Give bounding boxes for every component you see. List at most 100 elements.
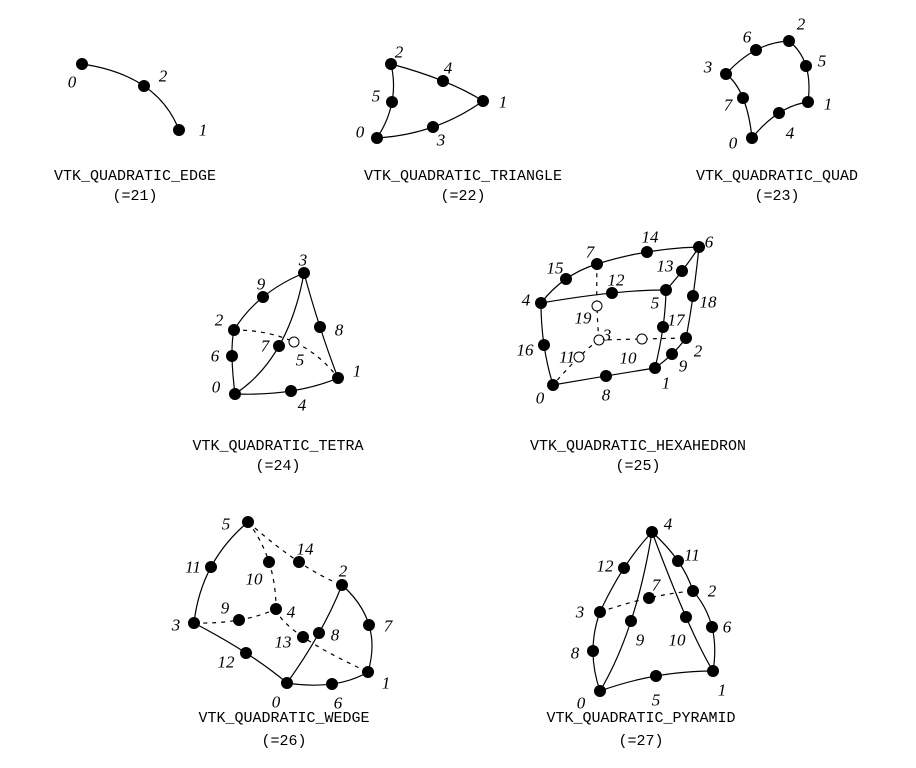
edge (390, 63, 484, 102)
node-label: 4 (298, 396, 307, 415)
hidden-node-point (636, 333, 648, 345)
cell-type-code: (=23) (754, 188, 799, 205)
node-point (293, 556, 305, 568)
node-point (693, 241, 705, 253)
node-label: 3 (298, 251, 308, 270)
node-label: 9 (257, 275, 266, 294)
node-label: 10 (620, 349, 638, 368)
cell-type-name: VTK_QUADRATIC_TRIANGLE (364, 168, 562, 185)
node-point (538, 339, 550, 351)
node-label: 1 (499, 93, 508, 112)
node-label: 3 (171, 616, 181, 635)
node-label: 14 (642, 228, 660, 247)
node-point (594, 685, 606, 697)
node-point (687, 585, 699, 597)
node-label: 11 (559, 348, 575, 367)
node-point (226, 350, 238, 362)
node-label: 9 (679, 357, 688, 376)
node-point (680, 332, 692, 344)
node-label: 8 (331, 626, 340, 645)
node-label: 8 (571, 644, 580, 663)
node-point (802, 96, 814, 108)
cell-type-name: VTK_QUADRATIC_PYRAMID (546, 710, 735, 727)
node-label: 18 (700, 293, 718, 312)
node-point (270, 603, 282, 615)
node-point (783, 35, 795, 47)
node-label: 4 (444, 59, 453, 78)
hidden-node-point (591, 300, 603, 312)
node-point (591, 258, 603, 270)
cell-type-name: VTK_QUADRATIC_WEDGE (198, 710, 369, 727)
node-label: 1 (662, 374, 671, 393)
cell-type-name: VTK_QUADRATIC_TETRA (192, 438, 363, 455)
node-point (535, 297, 547, 309)
node-point (233, 614, 245, 626)
node-point (687, 290, 699, 302)
node-label: 3 (602, 326, 612, 345)
node-point (676, 265, 688, 277)
node-label: 7 (652, 576, 662, 595)
node-label: 6 (723, 618, 732, 637)
node-point (240, 647, 252, 659)
node-point (746, 132, 758, 144)
hidden-node-point (593, 334, 605, 346)
node-label: 6 (743, 28, 752, 47)
hidden-edge (233, 329, 339, 379)
node-point (650, 670, 662, 682)
node-label: 2 (694, 342, 703, 361)
node-point (477, 95, 489, 107)
hidden-edge (552, 339, 600, 386)
node-point (257, 291, 269, 303)
node-point (313, 627, 325, 639)
cell-type-code: (=27) (618, 733, 663, 750)
node-label: 14 (297, 540, 315, 559)
node-label: 12 (597, 557, 615, 576)
node-point (587, 645, 599, 657)
hidden-node-point (288, 336, 300, 348)
node-label: 17 (668, 311, 687, 330)
node-point (273, 340, 285, 352)
node-point (437, 75, 449, 87)
node-point (606, 287, 618, 299)
node-point (618, 562, 630, 574)
node-label: 10 (669, 631, 687, 650)
node-point (649, 362, 661, 374)
edge (651, 531, 714, 672)
node-point (326, 678, 338, 690)
node-point (660, 284, 672, 296)
node-label: 5 (651, 294, 660, 313)
node-label: 15 (547, 259, 564, 278)
node-point (800, 60, 812, 72)
node-point (332, 372, 344, 384)
node-point (281, 677, 293, 689)
node-label: 1 (718, 681, 727, 700)
hidden-edge (599, 590, 694, 613)
node-label: 4 (786, 124, 795, 143)
node-point (228, 324, 240, 336)
edge (233, 272, 305, 331)
node-label: 0 (212, 378, 221, 397)
node-point (646, 526, 658, 538)
node-point (76, 58, 88, 70)
node-label: 2 (797, 15, 806, 34)
node-label: 0 (272, 693, 281, 712)
node-label: 3 (575, 603, 585, 622)
node-point (600, 370, 612, 382)
cell-type-code: (=25) (615, 458, 660, 475)
node-point (720, 68, 732, 80)
node-point (263, 556, 275, 568)
node-point (385, 58, 397, 70)
node-label: 16 (517, 341, 535, 360)
node-label: 2 (339, 562, 348, 581)
vtk-quadratic-wedge-figure: 01234567891011121314VTK_QUADRATIC_WEDGE(… (171, 515, 394, 751)
node-label: 10 (246, 570, 264, 589)
node-label: 7 (384, 617, 394, 636)
node-point (229, 388, 241, 400)
node-point (594, 606, 606, 618)
